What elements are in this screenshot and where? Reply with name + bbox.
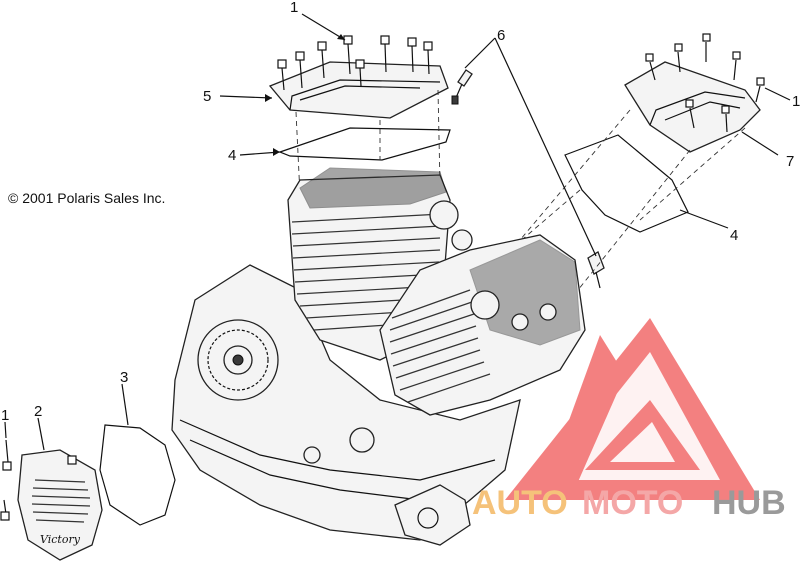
callout-6: 6 [497,27,505,44]
watermark-word-auto: AUTO [472,484,568,522]
engine-block [171,167,586,546]
callout-4-right: 4 [730,227,738,244]
spark-plug-front [451,69,473,105]
callout-3: 3 [120,369,128,386]
cam-cover-gasket [99,424,176,526]
watermark-word-hub: HUB [712,484,786,522]
callout-7: 7 [786,153,794,170]
copyright-text: © 2001 Polaris Sales Inc. [8,190,165,206]
cover-grille [31,479,91,523]
leader-lines [4,13,791,451]
watermark-word-moto: MOTO [582,484,683,522]
rocker-cover-front [268,61,449,119]
rocker-gasket-rear [564,134,689,233]
callout-1-top: 1 [290,0,298,16]
cam-gear [197,319,279,401]
cover-badge-text: Victory [40,533,81,546]
front-cylinder-fins [291,213,443,331]
callout-4-left: 4 [228,147,236,164]
callout-5: 5 [203,88,211,105]
cover-bolts-right [645,33,765,133]
watermark-logo [505,318,760,500]
rear-cylinder-fins [389,289,491,403]
spark-plug-rear [587,251,605,289]
rocker-gasket-front [278,127,451,161]
callout-1-right: 1 [792,93,800,110]
cover-bolts-left [0,439,77,521]
callout-2: 2 [34,403,42,420]
watermark-text: AUTO MOTO HUB [472,484,786,522]
callout-labels: 1 6 5 4 7 4 1 3 2 1 [1,0,800,424]
cover-bolts-top [277,35,433,91]
cam-cover: Victory [17,449,103,561]
callout-1-left: 1 [1,407,9,424]
